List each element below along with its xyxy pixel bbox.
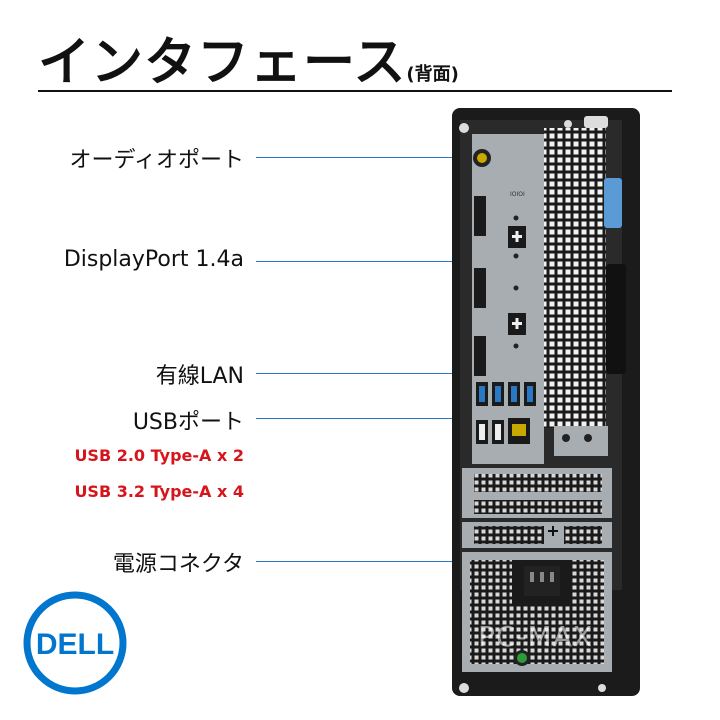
- callout-displayport-line: [256, 261, 464, 262]
- callout-usb-line: [256, 418, 466, 419]
- usb2-note: USB 2.0 Type-A x 2: [74, 446, 244, 465]
- usb3-note: USB 3.2 Type-A x 4: [74, 482, 244, 501]
- dell-logo: DELL: [23, 591, 127, 695]
- watermark: PC-MAX: [478, 620, 594, 653]
- callout-power-line: [256, 561, 554, 562]
- vent-grille: [544, 128, 606, 428]
- displayport-icon: [474, 196, 486, 236]
- callout-power-label: 電源コネクタ: [112, 552, 244, 577]
- svg-text:DELL: DELL: [36, 628, 114, 661]
- pc-chassis-rear: IOIOI: [452, 108, 640, 696]
- title-subtitle: (背面): [406, 64, 459, 85]
- callout-audio-line: [256, 157, 476, 158]
- callout-lan-label: 有線LAN: [155, 364, 244, 389]
- title-divider: [38, 90, 672, 92]
- displayport-icon-3: [474, 336, 486, 376]
- usb-icon: [476, 382, 536, 406]
- page-title: インタフェース(背面): [38, 20, 459, 95]
- svg-text:IOIOI: IOIOI: [510, 191, 525, 198]
- title-main: インタフェース: [38, 33, 407, 93]
- displayport-icon-2: [474, 268, 486, 308]
- callout-audio-label: オーディオポート: [69, 148, 244, 173]
- callout-usb-label: USBポート: [132, 410, 244, 435]
- callout-lan-line: [256, 373, 524, 374]
- callout-displayport-label: DisplayPort 1.4a: [63, 247, 244, 272]
